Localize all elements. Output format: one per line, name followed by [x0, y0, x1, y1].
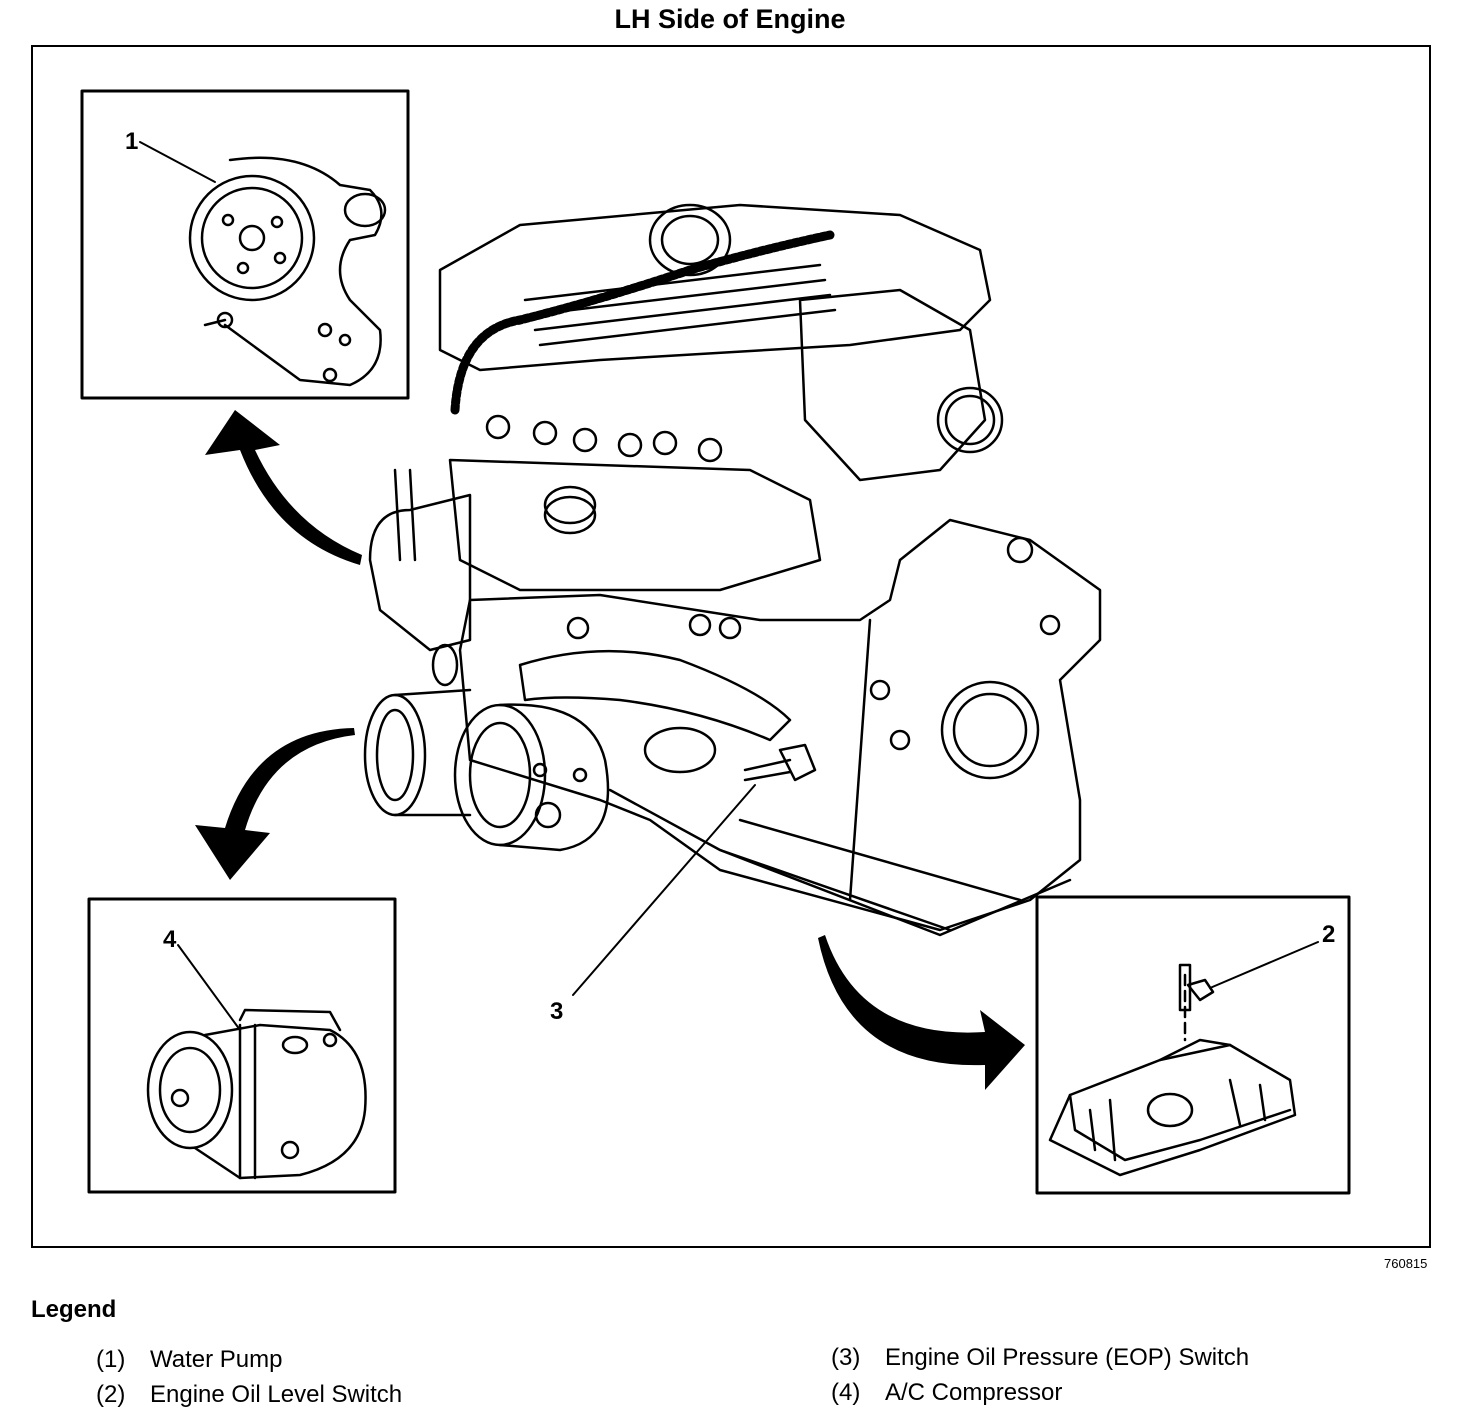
leader-4 — [177, 944, 241, 1031]
ac-compressor-illustration — [146, 1008, 367, 1180]
callout-2: 2 — [1322, 921, 1335, 948]
legend-num: (1) — [96, 1346, 126, 1373]
page-title: LH Side of Engine — [614, 4, 846, 34]
legend-label: Water Pump — [150, 1346, 283, 1373]
legend-num: (3) — [831, 1344, 861, 1371]
legend-item-ac-compressor: (4) A/C Compressor — [831, 1379, 1062, 1407]
water-pump-illustration — [188, 156, 387, 387]
legend-heading: Legend — [31, 1296, 117, 1323]
arrow-to-ac-compressor — [195, 728, 355, 880]
legend-item-eop-switch: (3) Engine Oil Pressure (EOP) Switch — [831, 1344, 1249, 1372]
inset-oil-pan — [1035, 895, 1351, 1195]
diagram-frame — [31, 45, 1431, 1248]
leader-3 — [572, 784, 756, 996]
leader-1 — [139, 141, 216, 183]
arrow-to-oil-pan — [818, 935, 1025, 1090]
oil-pan-illustration — [1048, 963, 1297, 1177]
callout-1: 1 — [125, 128, 138, 155]
legend-num: (2) — [96, 1381, 126, 1408]
inset-ac-compressor — [87, 897, 397, 1194]
legend-label: Engine Oil Level Switch — [150, 1381, 403, 1408]
inset-water-pump — [80, 89, 410, 400]
callout-3: 3 — [550, 998, 563, 1025]
legend-label: Engine Oil Pressure (EOP) Switch — [885, 1344, 1250, 1371]
legend-item-oil-level-switch: (2) Engine Oil Level Switch — [96, 1381, 402, 1409]
legend-item-water-pump: (1) Water Pump — [96, 1346, 282, 1374]
legend-label: A/C Compressor — [885, 1379, 1063, 1406]
figure-number: 760815 — [1384, 1256, 1428, 1271]
engine-illustration — [363, 203, 1102, 937]
legend-num: (4) — [831, 1379, 861, 1406]
callout-4: 4 — [163, 926, 177, 953]
arrow-to-water-pump — [205, 410, 362, 565]
leader-2 — [1209, 941, 1319, 989]
